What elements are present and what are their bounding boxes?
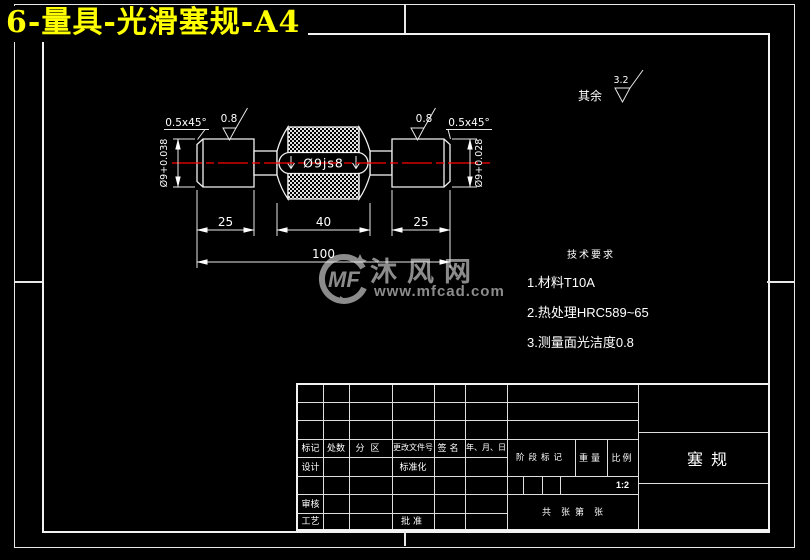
dim-right-diameter: Ø9+0.028	[474, 139, 485, 188]
center-mark-bottom	[404, 531, 406, 546]
dimension-texts: 25 40 25 100 Ø9js8 Ø9+0.038 Ø9+0.028 0.5…	[159, 75, 629, 261]
tb-part-name: 塞规	[686, 451, 735, 469]
tb-scale-value: 1:2	[615, 479, 629, 490]
chamfer-label-right: 0.5x45°	[448, 117, 490, 129]
slot-diameter-label: Ø9js8	[303, 156, 344, 171]
tb-col-sign: 签名	[437, 443, 462, 454]
grid-line	[298, 401, 638, 403]
roughness-label-left: 0.8	[221, 113, 238, 125]
dim-right-length: 25	[413, 215, 428, 229]
tb-col-count: 处数	[326, 443, 345, 454]
tech-req-item-3: 3.测量面光洁度0.8	[527, 335, 634, 350]
drawing-title: 6-量具-光滑塞规-A4	[4, 6, 309, 42]
tb-approval: 批准	[400, 516, 425, 527]
surface-default-value: 3.2	[613, 75, 628, 86]
grid-line	[575, 438, 576, 476]
tb-col-date: 年、月、日	[466, 443, 506, 453]
surface-symbols	[164, 69, 644, 142]
tb-weight: 重量	[578, 452, 603, 463]
grid-line	[523, 475, 524, 494]
grid-line	[298, 475, 638, 477]
grid-line	[507, 385, 508, 529]
tb-row-design: 设计	[301, 461, 320, 472]
grid-line	[638, 432, 768, 433]
dimension-lines	[173, 138, 477, 268]
grid-line	[298, 494, 638, 495]
drawing-frame	[42, 33, 770, 533]
tb-scale: 比例	[611, 452, 634, 463]
roughness-icon-default	[614, 69, 644, 104]
logo-mf-text: MF	[328, 267, 360, 292]
chamfer-leader-left	[164, 129, 209, 140]
grid-line	[298, 438, 638, 440]
tb-sheet-info: 共 张 第 张	[541, 507, 603, 517]
tb-stage-mark: 阶段标记	[515, 452, 566, 462]
grid-line	[607, 438, 608, 476]
grid-line	[638, 483, 768, 484]
technical-requirements: 技术要求 1.材料T10A 2.热处理HRC589~65 3.测量面光洁度0.8	[527, 246, 649, 351]
tb-row-check: 审核	[301, 498, 320, 509]
tb-col-doc-no: 更改文件号	[393, 443, 433, 453]
dim-left-diameter: Ø9+0.038	[159, 139, 170, 188]
grid-line	[298, 512, 507, 514]
roughness-icon-left	[222, 107, 248, 142]
tech-req-heading: 技术要求	[567, 250, 615, 261]
dim-left-length: 25	[218, 215, 233, 229]
dim-total-length: 100	[312, 247, 335, 261]
tb-row-process: 工艺	[301, 516, 320, 527]
slot-arrow-right	[352, 156, 360, 170]
tb-col-mark: 标记	[301, 443, 320, 454]
chamfer-leader-right	[446, 129, 492, 140]
chamfer-label-left: 0.5x45°	[165, 117, 207, 129]
grid-line	[638, 385, 639, 529]
center-mark-top	[404, 4, 406, 33]
slot-arrow-left	[287, 156, 295, 170]
tb-col-zone: 分区	[355, 443, 386, 454]
watermark-site-url: www.mfcad.com	[374, 283, 505, 300]
grid-line	[560, 475, 561, 494]
grid-line	[542, 475, 543, 494]
surface-default-label: 其余	[578, 88, 602, 103]
tech-req-item-1: 1.材料T10A	[527, 275, 595, 290]
tb-standardization: 标准化	[399, 461, 427, 472]
grid-line	[298, 420, 638, 421]
center-mark-left	[14, 281, 42, 283]
roughness-label-right: 0.8	[416, 113, 433, 125]
center-mark-right	[767, 281, 794, 283]
title-block: 标记 处数 分区 更改文件号 签名 年、月、日 设计 标准化 审核 工艺 批准 …	[296, 383, 770, 531]
roughness-icon-right	[410, 107, 436, 142]
tech-req-item-2: 2.热处理HRC589~65	[527, 305, 649, 320]
dim-middle-length: 40	[316, 215, 331, 229]
grid-line	[298, 457, 507, 458]
